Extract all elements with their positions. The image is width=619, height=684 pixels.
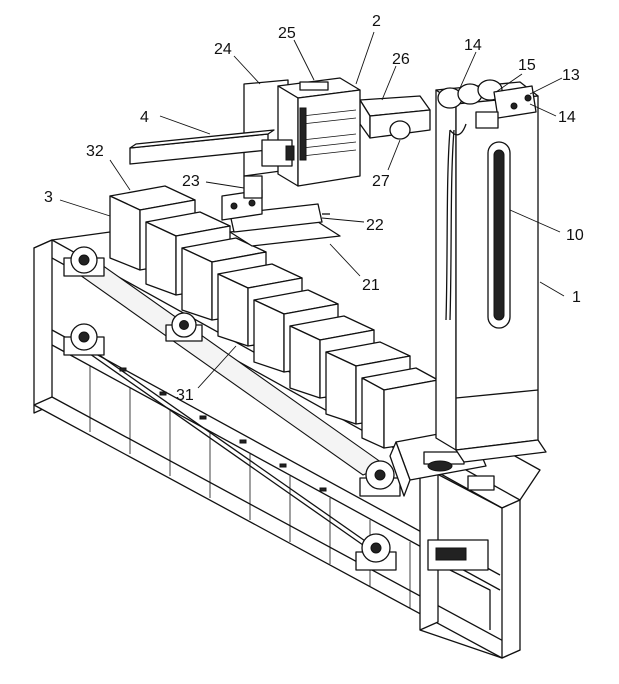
label-21: 21 — [362, 277, 380, 294]
label-24: 24 — [214, 41, 232, 58]
conveyor-belt — [68, 257, 387, 551]
label-1: 1 — [572, 289, 581, 306]
label-32: 32 — [86, 143, 104, 160]
label-22: 22 — [366, 217, 384, 234]
label-3: 3 — [44, 189, 53, 206]
bearing-right-bottom — [355, 533, 397, 571]
bearing-front-left-bottom — [63, 323, 105, 356]
label-26: 26 — [392, 51, 410, 68]
vertical-column — [435, 81, 547, 463]
bearing-front-left-top — [63, 246, 105, 277]
label-14-top: 14 — [464, 37, 482, 54]
horizontal-arm — [129, 129, 295, 167]
reference-numerals: 2 24 25 26 4 32 3 23 27 22 21 31 10 1 14… — [44, 13, 584, 404]
label-4: 4 — [140, 109, 149, 126]
label-13: 13 — [562, 67, 580, 84]
label-23: 23 — [182, 173, 200, 190]
bearing-right-top — [359, 460, 401, 497]
label-10: 10 — [566, 227, 584, 244]
label-15: 15 — [518, 57, 536, 74]
label-31: 31 — [176, 387, 194, 404]
bearing-far-right — [467, 475, 495, 491]
lift-block — [221, 175, 341, 247]
label-2: 2 — [372, 13, 381, 30]
label-25: 25 — [278, 25, 296, 42]
label-14-right: 14 — [558, 109, 576, 126]
top-motor-assembly — [437, 79, 537, 136]
label-27: 27 — [372, 173, 390, 190]
gantry-assembly — [243, 77, 431, 187]
bearing-middle — [165, 312, 203, 342]
leader-lines — [59, 31, 565, 389]
